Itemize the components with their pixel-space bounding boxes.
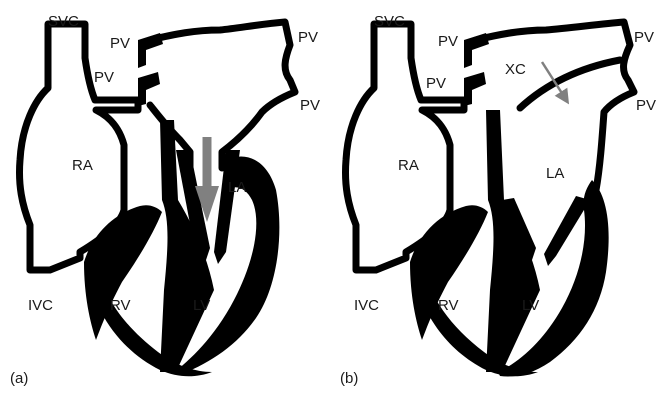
panel-b-tag: (b): [340, 370, 358, 387]
panel-b-label-pv4: PV: [636, 97, 656, 114]
panel-b-xc-band: [520, 60, 620, 108]
panel-a-label-ra: RA: [72, 157, 93, 174]
panel-b-label-ivc: IVC: [354, 297, 379, 314]
panel-b-label-la: LA: [546, 165, 564, 182]
panel-a-label-pv4: PV: [300, 97, 320, 114]
panel-b-label-svc: SVC: [374, 13, 405, 30]
panel-b-label-rv: RV: [438, 297, 459, 314]
panel-b-label-lv: LV: [522, 297, 539, 314]
panel-b-label-pv1: PV: [438, 33, 458, 50]
panel-a-label-lv: LV: [193, 297, 210, 314]
panel-b-label-ra: RA: [398, 157, 419, 174]
panel-a-label-la: LA: [228, 179, 246, 196]
panel-a-tag: (a): [10, 370, 28, 387]
panel-a-label-rv: RV: [110, 297, 131, 314]
panel-a-mitral-leaflet-right: [214, 150, 240, 264]
panel-b-label-pv2: PV: [426, 75, 446, 92]
panel-a-label-svc: SVC: [48, 13, 79, 30]
panel-b-label-pv3: PV: [634, 29, 654, 46]
panel-b-label-xc: XC: [505, 61, 526, 78]
panel-a-label-ivc: IVC: [28, 297, 53, 314]
panel-a-label-pv1: PV: [110, 35, 130, 52]
panel-b: SVC PV PV PV PV XC RA LA IVC RV LV (b): [340, 13, 656, 387]
panel-a-pv-vein-lower: [138, 72, 160, 106]
panel-a-label-pv3: PV: [298, 29, 318, 46]
panel-b-pv-vein-lower: [464, 72, 486, 106]
panel-a: SVC PV PV PV PV RA LA IVC RV LV (a): [10, 13, 320, 387]
panel-a-label-pv2: PV: [94, 69, 114, 86]
